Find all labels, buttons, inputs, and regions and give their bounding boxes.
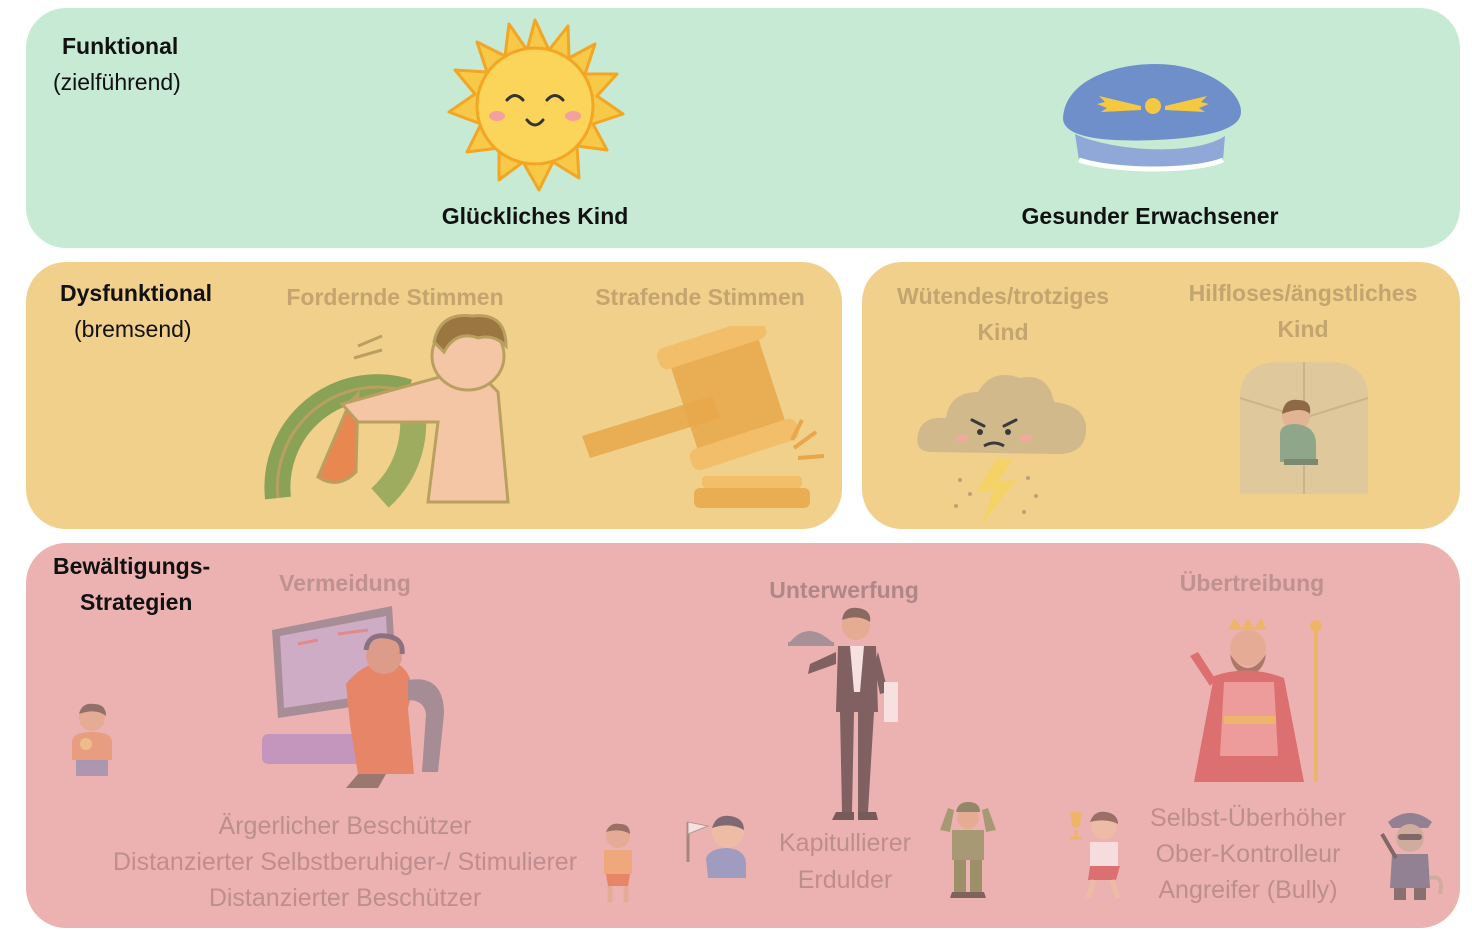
mode-label-helpless-child-line1: Hilfloses/ängstliches <box>1188 280 1418 306</box>
mode-label-happy-child: Glückliches Kind <box>441 203 629 229</box>
strategy-title-overcompensation: Übertreibung <box>1179 570 1325 596</box>
strategy-title-surrender: Unterwerfung <box>769 577 919 603</box>
coping-heading-line2: Strategien <box>80 589 193 615</box>
gavel-icon <box>582 326 825 508</box>
mode-label-helpless-child-line2: Kind <box>1277 316 1329 342</box>
mode-label-endurer: Erdulder <box>797 866 893 894</box>
mode-label-angry-protector: Ärgerlicher Beschützer <box>218 812 472 840</box>
strategy-title-avoidance: Vermeidung <box>279 570 411 596</box>
dysfunctional-heading: Dysfunktional <box>60 280 213 306</box>
crouching-child-icon <box>1239 362 1369 494</box>
pilot-cap-icon <box>1063 64 1241 172</box>
king-icon <box>1190 618 1322 782</box>
crying-child-icon <box>604 823 632 902</box>
mode-label-angry-child-line2: Kind <box>977 319 1029 345</box>
dysfunctional-subheading: (bremsend) <box>74 316 192 342</box>
functional-subheading: (zielführend) <box>53 69 181 95</box>
sun-icon <box>447 18 625 192</box>
waiter-icon <box>788 607 898 820</box>
mode-label-over-controller: Ober-Kontrolleur <box>1155 840 1341 868</box>
mode-label-demanding-voices: Fordernde Stimmen <box>286 284 504 310</box>
eating-child-icon <box>72 703 112 776</box>
mode-label-bully-attacker: Angreifer (Bully) <box>1158 876 1338 904</box>
mode-label-angry-child-line1: Wütendes/trotziges <box>896 283 1110 309</box>
mode-label-detached-protector: Distanzierter Beschützer <box>208 884 482 912</box>
flag-child-icon <box>686 815 746 878</box>
storm-cloud-icon <box>917 375 1087 524</box>
gauge-pusher-icon <box>264 314 510 508</box>
mode-label-detached-self-soother: Distanzierter Selbstberuhiger-/ Stimulie… <box>112 848 578 876</box>
functional-heading: Funktional <box>62 33 179 59</box>
mode-label-healthy-adult: Gesunder Erwachsener <box>1021 203 1279 229</box>
trophy-child-icon <box>1070 811 1121 899</box>
soldier-icon <box>940 802 996 898</box>
mode-label-punishing-voices: Strafende Stimmen <box>595 284 805 310</box>
police-cat-icon <box>1380 813 1443 900</box>
coping-heading-line1: Bewältigungs- <box>53 553 211 579</box>
mode-label-compliant-surrenderer: Kapitullierer <box>778 829 911 857</box>
gamer-icon <box>262 606 444 788</box>
mode-label-self-aggrandizer: Selbst-Überhöher <box>1150 804 1346 832</box>
